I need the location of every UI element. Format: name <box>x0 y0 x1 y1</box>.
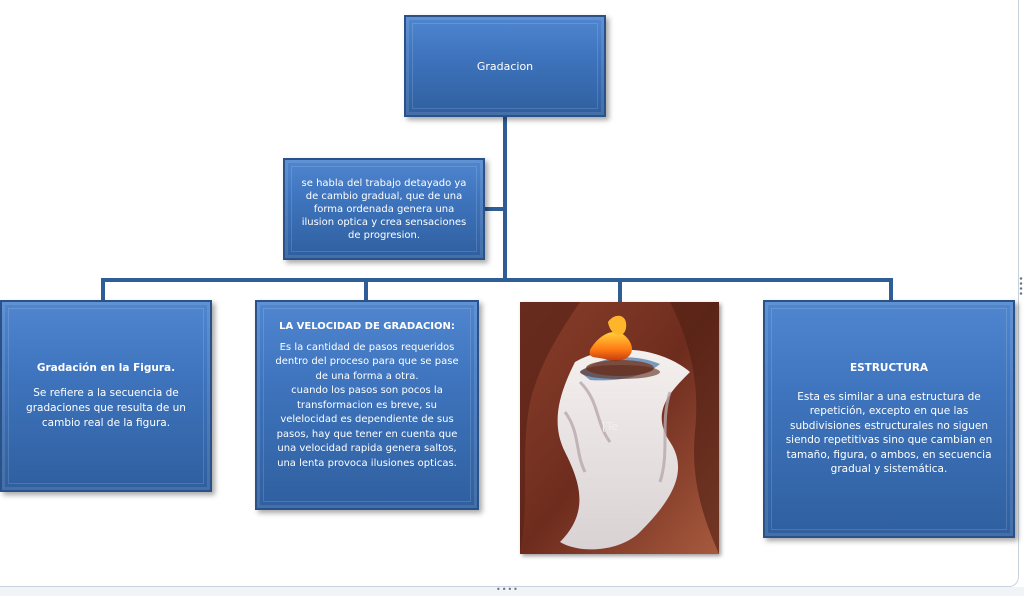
estructura-node-body: Esta es similar a una estructura de repe… <box>785 390 993 476</box>
description-line: ilusion optica y crea sensaciones <box>301 216 467 228</box>
figura-node-body: Se refiere a la secuencia de gradaciones… <box>26 387 186 429</box>
velocidad-line: una velocidad rapida genera saltos, <box>277 443 457 454</box>
velocidad-line: transformacion es breve, su <box>297 399 437 411</box>
velocidad-node[interactable]: LA VELOCIDAD DE GRADACION: Es la cantida… <box>255 300 479 510</box>
description-line: de progresion. <box>347 229 421 241</box>
velocidad-line: dentro del proceso para que se pase <box>275 356 459 367</box>
resize-handle-right[interactable] <box>1019 276 1023 296</box>
velocidad-node-title: LA VELOCIDAD DE GRADACION: <box>279 321 455 332</box>
image-caption: [Te <box>602 420 618 433</box>
resize-handle-bottom[interactable]: •••• <box>496 585 519 594</box>
bottom-border-strip <box>0 587 1024 596</box>
gradation-artwork-image[interactable]: [Te <box>520 302 719 554</box>
description-line: forma ordenada genera una <box>313 203 455 215</box>
description-line: de cambio gradual, que de una <box>305 190 463 202</box>
velocidad-line: cuando los pasos son pocos la <box>291 385 443 396</box>
description-line: se habla del trabajo detayado ya <box>301 177 467 189</box>
figura-node-title: Gradación en la Figura. <box>36 362 176 374</box>
estructura-node-title: ESTRUCTURA <box>849 362 929 375</box>
velocidad-line: velelocidad es dependiente de sus <box>280 414 454 425</box>
velocidad-line: Es la cantidad de pasos requeridos <box>279 341 455 353</box>
figura-node[interactable]: Gradación en la Figura. Se refiere a la … <box>0 300 212 492</box>
artwork-illustration <box>520 302 719 554</box>
velocidad-line: de una forma a otra. <box>315 370 419 382</box>
velocidad-line: una lenta provoca ilusiones opticas. <box>277 457 457 469</box>
estructura-node[interactable]: ESTRUCTURA Esta es similar a una estruct… <box>763 300 1015 538</box>
velocidad-line: pasos, hay que tener en cuenta que <box>276 428 458 440</box>
description-node[interactable]: se habla del trabajo detayado ya de camb… <box>283 158 485 260</box>
root-node-label: Gradacion <box>476 59 534 73</box>
root-node[interactable]: Gradacion <box>404 15 606 117</box>
